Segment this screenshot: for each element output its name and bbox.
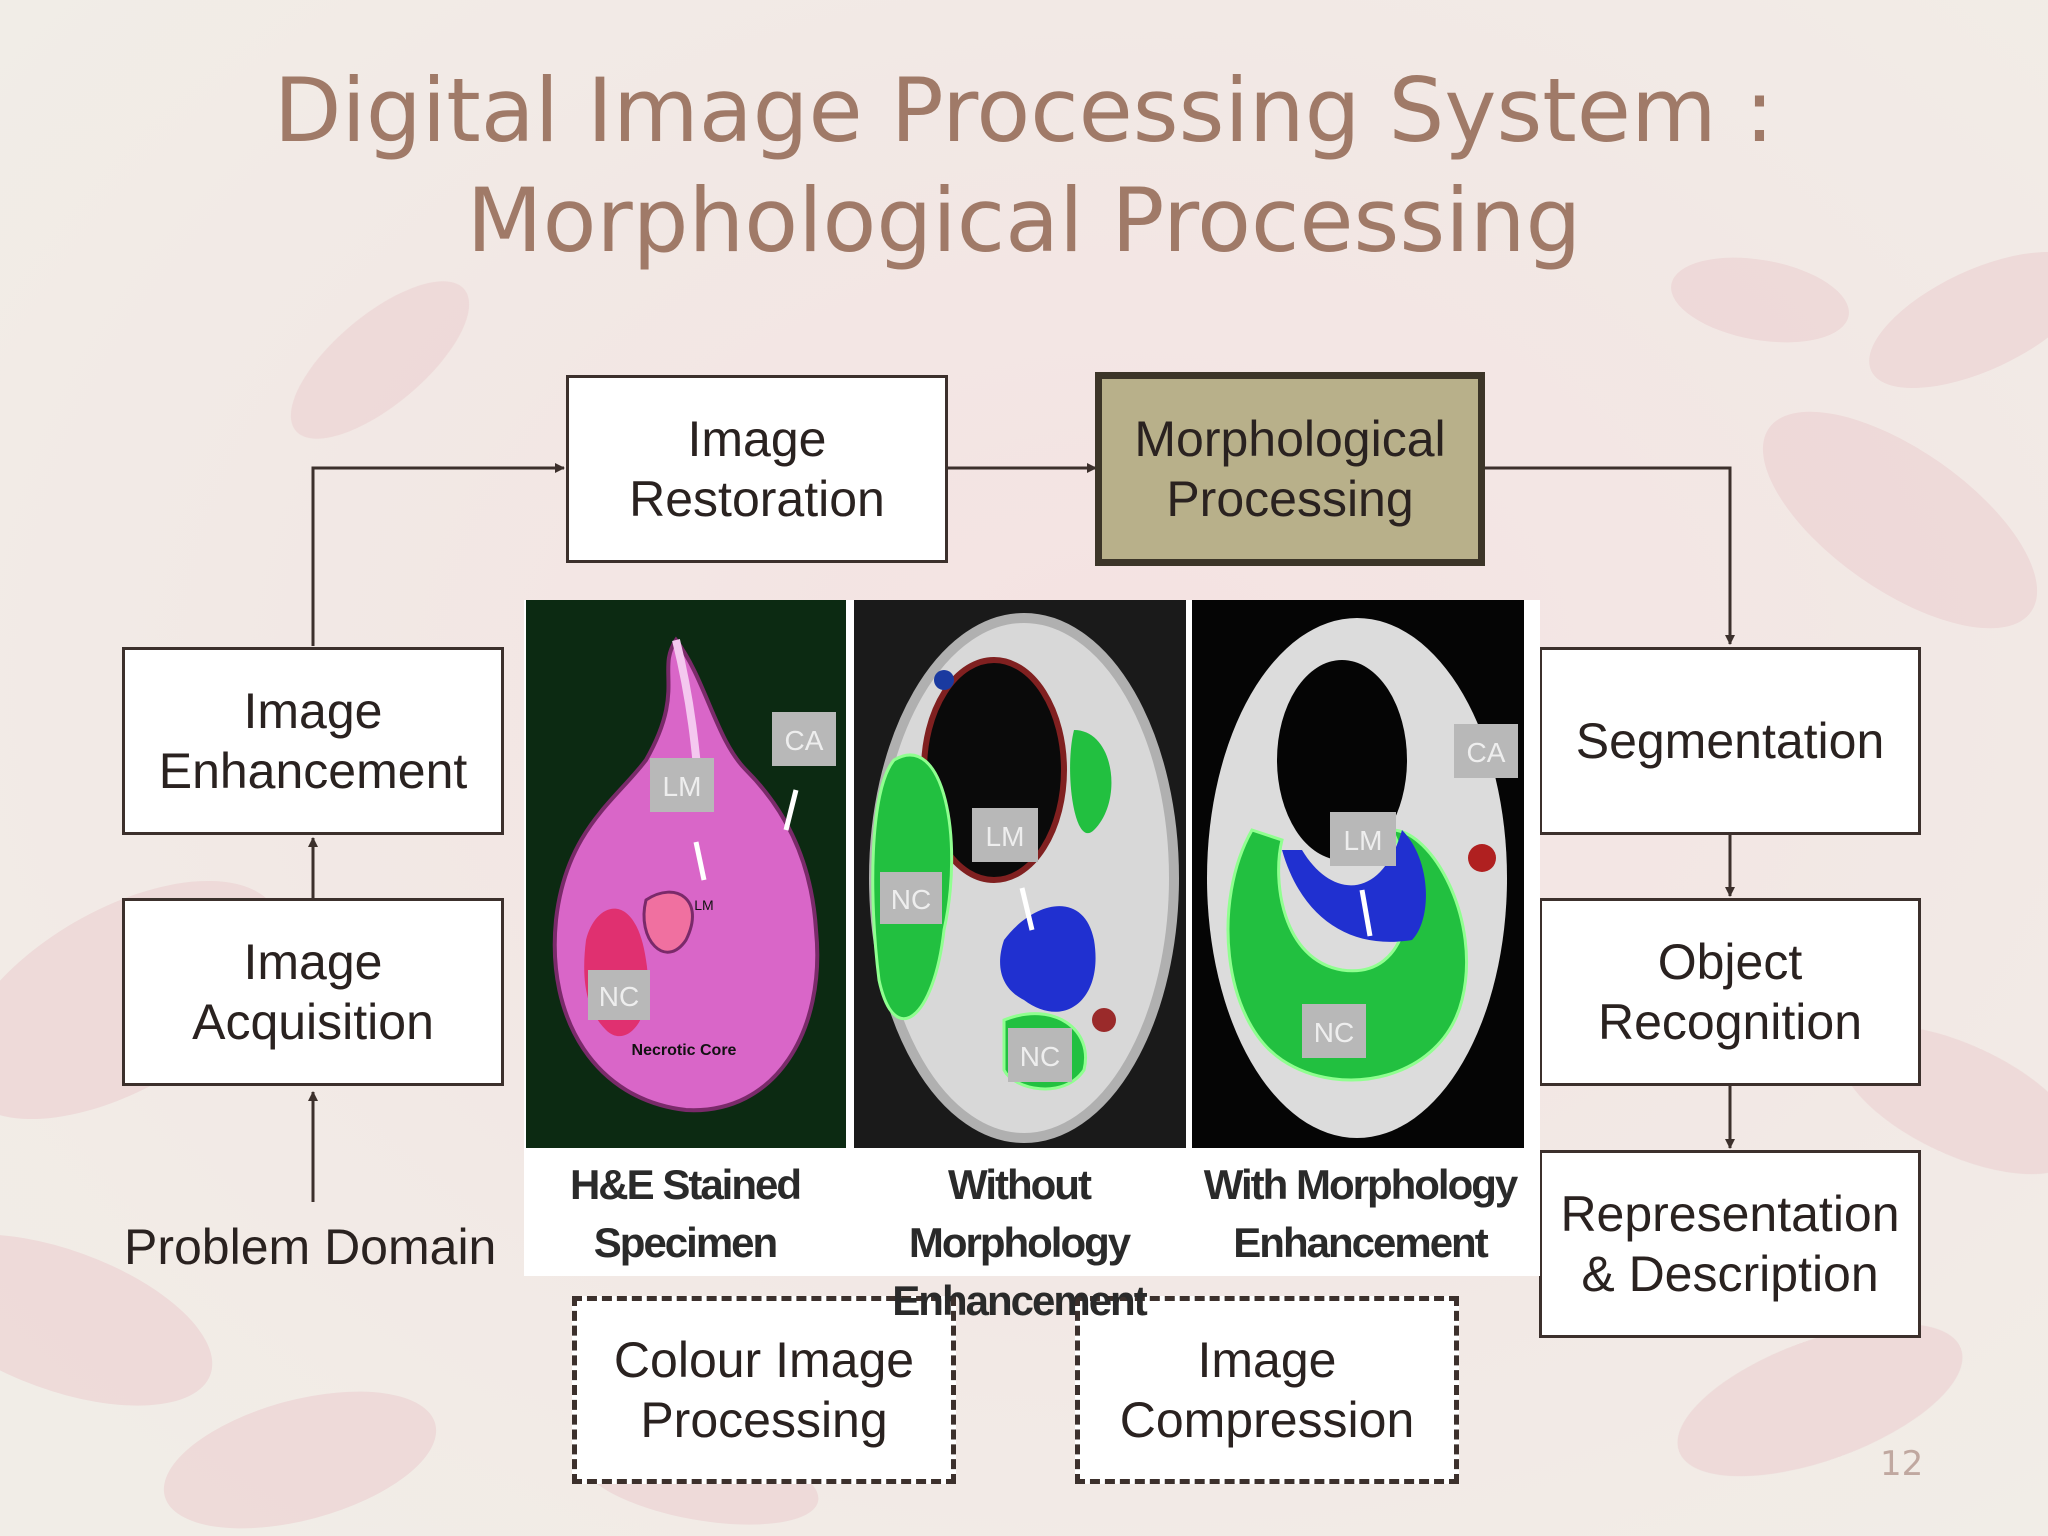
image-restoration-box: Image Restoration — [566, 375, 948, 563]
box-line: & Description — [1581, 1246, 1879, 1302]
panel-3-lm-tag: LM — [1344, 825, 1383, 856]
title-line-2: Morphological Processing — [466, 169, 1582, 272]
object-recognition-box: Object Recognition — [1539, 898, 1921, 1086]
panel-2-caption: Without Morphology Enhancement — [846, 1156, 1192, 1330]
box-line: Morphological — [1134, 411, 1446, 467]
panel-2-nc2-tag: NC — [1020, 1041, 1060, 1072]
slide-title: Digital Image Processing System : Morpho… — [0, 56, 2048, 276]
panel-3-caption: With Morphology Enhancement — [1192, 1156, 1528, 1272]
box-line: Processing — [1166, 471, 1414, 527]
box-line: Colour Image — [613, 1332, 915, 1388]
colour-image-processing-box: Colour Image Processing — [572, 1296, 956, 1484]
box-line: Object — [1657, 934, 1803, 990]
box-line: Processing — [640, 1392, 888, 1448]
caption-line: Enhancement — [892, 1277, 1147, 1324]
image-compression-box: Image Compression — [1075, 1296, 1459, 1484]
panel-2-nc-tag: NC — [891, 884, 931, 915]
problem-domain-label: Problem Domain — [124, 1219, 497, 1275]
caption-line: Enhancement — [1233, 1219, 1488, 1266]
page-number: 12 — [1880, 1444, 1924, 1484]
morphology-comparison-figure: LM CA NC LM Necrotic Core LM NC NC — [524, 600, 1540, 1324]
title-line-1: Digital Image Processing System : — [273, 59, 1775, 162]
morphological-processing-box: Morphological Processing — [1095, 372, 1485, 566]
box-line: Segmentation — [1575, 713, 1885, 769]
caption-line: Specimen — [593, 1219, 778, 1266]
box-line: Image — [1197, 1332, 1337, 1388]
segmentation-box: Segmentation — [1539, 647, 1921, 835]
panel-2-lm-tag: LM — [986, 821, 1025, 852]
caption-line: With Morphology — [1203, 1161, 1519, 1208]
he-stained-specimen-image: LM CA NC LM Necrotic Core — [526, 600, 846, 1148]
panel-3-nc-tag: NC — [1314, 1017, 1354, 1048]
box-line: Image — [243, 683, 383, 739]
panel-3-ca-tag: CA — [1467, 737, 1506, 768]
panel-1-core-tag: Necrotic Core — [632, 1042, 737, 1059]
box-line: Representation — [1560, 1186, 1900, 1242]
box-line: Image — [243, 934, 383, 990]
without-morphology-image: LM NC NC — [854, 600, 1186, 1148]
box-line: Recognition — [1597, 994, 1863, 1050]
image-acquisition-box: Image Acquisition — [122, 898, 504, 1086]
panel-1-ca-tag: CA — [785, 725, 824, 756]
panel-1-lm-small-tag: LM — [694, 897, 713, 913]
box-line: Compression — [1119, 1392, 1415, 1448]
arrow-morphological-to-segmentation — [1484, 466, 1735, 645]
panel-1-caption: H&E Stained Specimen — [524, 1156, 846, 1272]
caption-line: Without Morphology — [908, 1161, 1131, 1266]
with-morphology-image: LM CA NC — [1192, 600, 1524, 1148]
box-line: Image — [687, 411, 827, 467]
representation-description-box: Representation & Description — [1539, 1150, 1921, 1338]
box-line: Restoration — [629, 471, 885, 527]
box-line: Acquisition — [192, 994, 434, 1050]
panel-1-nc-tag: NC — [599, 981, 639, 1012]
image-enhancement-box: Image Enhancement — [122, 647, 504, 835]
arrow-enhancement-to-restoration — [311, 463, 565, 646]
box-line: Enhancement — [158, 743, 468, 799]
panel-1-lm-tag: LM — [663, 771, 702, 802]
caption-line: H&E Stained — [569, 1161, 802, 1208]
